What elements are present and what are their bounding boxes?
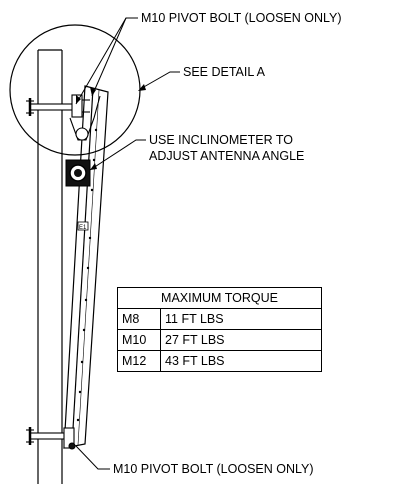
panel-screws bbox=[76, 128, 98, 422]
inclinometer bbox=[65, 159, 91, 187]
tilt-arm bbox=[69, 95, 101, 141]
detail-circle bbox=[9, 24, 141, 156]
bolt-size: M8 bbox=[117, 308, 161, 330]
bracket-label: E1 bbox=[79, 225, 87, 231]
torque-value: 27 FT LBS bbox=[160, 329, 322, 351]
leader-arrowheads bbox=[76, 84, 146, 170]
torque-table: MAXIMUM TORQUE M8 11 FT LBS M10 27 FT LB… bbox=[117, 287, 322, 372]
mast-pipe bbox=[37, 49, 63, 484]
bottom-mount-bracket bbox=[26, 427, 76, 450]
inclinometer-callout-line1: USE INCLINOMETER TO bbox=[149, 133, 293, 147]
torque-value: 11 FT LBS bbox=[160, 308, 322, 330]
mid-bracket: E1 bbox=[77, 221, 89, 231]
leader-lines bbox=[75, 17, 180, 470]
bolt-size: M12 bbox=[117, 350, 161, 372]
bolt-size: M10 bbox=[117, 329, 161, 351]
detail-callout: SEE DETAIL A bbox=[183, 65, 266, 79]
torque-value: 43 FT LBS bbox=[160, 350, 322, 372]
table-row: M10 27 FT LBS bbox=[117, 329, 322, 351]
antenna-panel bbox=[63, 85, 109, 449]
inclinometer-callout-line2: ADJUST ANTENNA ANGLE bbox=[149, 149, 304, 163]
torque-table-title: MAXIMUM TORQUE bbox=[117, 287, 322, 309]
top-pivot-callout: M10 PIVOT BOLT (LOOSEN ONLY) bbox=[141, 11, 342, 25]
table-row: M12 43 FT LBS bbox=[117, 350, 322, 372]
top-mount-bracket bbox=[26, 94, 90, 118]
table-row: M8 11 FT LBS bbox=[117, 308, 322, 330]
bottom-pivot-callout: M10 PIVOT BOLT (LOOSEN ONLY) bbox=[113, 462, 314, 476]
